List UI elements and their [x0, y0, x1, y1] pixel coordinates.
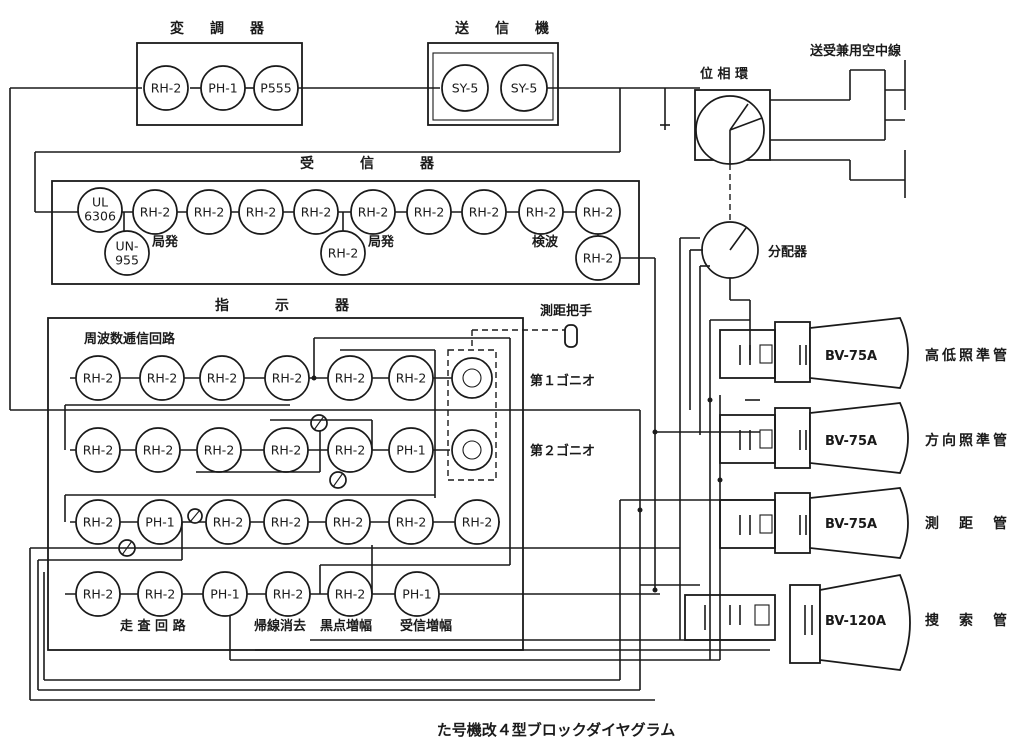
- rx-detector-label: 検波: [532, 234, 559, 250]
- crt-1-label: 高低照準管: [925, 347, 1010, 364]
- feed-lines: [10, 319, 770, 701]
- svg-text:RH-2: RH-2: [414, 205, 445, 220]
- svg-text:RH-2: RH-2: [83, 587, 114, 602]
- crt-2-label: 方向照準管: [925, 432, 1010, 449]
- diagram-caption: た号機改４型ブロックダイヤグラム: [437, 721, 676, 739]
- rx-local-osc-2: 局発: [368, 234, 395, 250]
- rx-amp-label: 受信増幅: [400, 618, 452, 634]
- svg-text:RH-2: RH-2: [83, 443, 114, 458]
- svg-text:RH-2: RH-2: [83, 515, 114, 530]
- svg-text:RH-2: RH-2: [207, 371, 238, 386]
- svg-text:RH-2: RH-2: [358, 205, 389, 220]
- tx-tube-1: [441, 64, 489, 112]
- crt-3-label: 測 距 管: [925, 515, 1010, 532]
- crt-4: BV-120A 捜 索 管: [684, 573, 1010, 671]
- svg-text:PH-1: PH-1: [396, 443, 425, 458]
- transmitter-title: 送 信 機: [454, 20, 555, 37]
- crt-2: BV-75A 方向照準管: [719, 402, 1010, 474]
- svg-text:RH-2: RH-2: [271, 443, 302, 458]
- receiver-block: 受 信 器 UL 6306 UN- 955 局発 RH-2 RH-2 RH-2 …: [34, 130, 656, 590]
- rx-ul-label-b: 6306: [84, 209, 116, 224]
- svg-text:RH-2: RH-2: [246, 205, 277, 220]
- crt-3: BV-75A 測 距 管: [719, 487, 1010, 559]
- svg-text:RH-2: RH-2: [396, 515, 427, 530]
- crt-4-type: BV-120A: [825, 614, 886, 629]
- distributor-label: 分配器: [768, 244, 808, 260]
- mod-tube-1: [143, 65, 189, 111]
- svg-text:RH-2: RH-2: [462, 515, 493, 530]
- distributor: 分配器: [679, 221, 808, 640]
- mod-tube-3-label: P555: [260, 81, 291, 96]
- svg-text:RH-2: RH-2: [272, 371, 303, 386]
- svg-text:RH-2: RH-2: [469, 205, 500, 220]
- phase-ring: 位 相 環 送受兼用空中線: [694, 43, 906, 225]
- svg-text:RH-2: RH-2: [333, 515, 364, 530]
- crt-1-type: BV-75A: [825, 349, 877, 364]
- rx-un-label-a: UN-: [115, 239, 138, 254]
- svg-text:RH-2: RH-2: [583, 205, 614, 220]
- indicator-title: 指 示 器: [215, 297, 355, 314]
- svg-text:PH-1: PH-1: [145, 515, 174, 530]
- tx-tube-1-label: SY-5: [452, 81, 479, 96]
- svg-text:RH-2: RH-2: [145, 587, 176, 602]
- gonio-1-label: 第１ゴニオ: [530, 373, 595, 389]
- svg-text:RH-2: RH-2: [335, 587, 366, 602]
- svg-text:RH-2: RH-2: [194, 205, 225, 220]
- svg-text:PH-1: PH-1: [402, 587, 431, 602]
- crt-4-label: 捜 索 管: [925, 612, 1010, 629]
- crt-2-type: BV-75A: [825, 434, 877, 449]
- svg-text:RH-2: RH-2: [204, 443, 235, 458]
- svg-text:RH-2: RH-2: [83, 371, 114, 386]
- modulator-block: 変 調 器 RH-2 PH-1 P555: [9, 20, 440, 410]
- rx-ul-label-a: UL: [92, 195, 108, 210]
- rx-local-osc-1: 局発: [152, 234, 179, 250]
- svg-text:RH-2: RH-2: [143, 443, 174, 458]
- rx-un-label-b: 955: [115, 253, 139, 268]
- svg-text:RH-2: RH-2: [335, 443, 366, 458]
- svg-text:PH-1: PH-1: [210, 587, 239, 602]
- sweep-circuit-label: 走 査 回 路: [120, 618, 187, 634]
- mod-tube-2: [200, 65, 246, 111]
- svg-text:RH-2: RH-2: [301, 205, 332, 220]
- mod-tube-2-label: PH-1: [208, 81, 237, 96]
- modulator-title: 変 調 器: [170, 20, 270, 37]
- svg-text:RH-2: RH-2: [526, 205, 557, 220]
- svg-text:RH-2: RH-2: [583, 251, 614, 266]
- indicator-block: 指 示 器 周波数逓信回路 RH-2 RH-2 RH-2 RH-2 RH-2 R…: [47, 297, 660, 651]
- black-amp-label: 黒点増幅: [320, 618, 372, 634]
- svg-text:RH-2: RH-2: [335, 371, 366, 386]
- svg-text:RH-2: RH-2: [271, 515, 302, 530]
- svg-text:RH-2: RH-2: [273, 587, 304, 602]
- freq-circuit-label: 周波数逓信回路: [84, 331, 176, 347]
- svg-text:RH-2: RH-2: [396, 371, 427, 386]
- retrace-blank-label: 帰線消去: [254, 618, 306, 634]
- transmitter-block: 送 信 機 SY-5 SY-5: [427, 20, 700, 130]
- svg-text:RH-2: RH-2: [213, 515, 244, 530]
- svg-text:RH-2: RH-2: [140, 205, 171, 220]
- receiver-title: 受 信 器: [300, 155, 440, 172]
- svg-text:RH-2: RH-2: [328, 246, 359, 261]
- crt-1: BV-75A 高低照準管: [719, 317, 1010, 389]
- mod-tube-1-label: RH-2: [151, 81, 182, 96]
- range-handle-label: 測距把手: [540, 303, 592, 319]
- crt-3-type: BV-75A: [825, 517, 877, 532]
- tx-tube-2-label: SY-5: [511, 81, 538, 96]
- svg-text:RH-2: RH-2: [147, 371, 178, 386]
- antenna-label: 送受兼用空中線: [809, 43, 902, 59]
- phase-ring-label: 位 相 環: [700, 66, 749, 82]
- gonio-2-label: 第２ゴニオ: [530, 443, 595, 459]
